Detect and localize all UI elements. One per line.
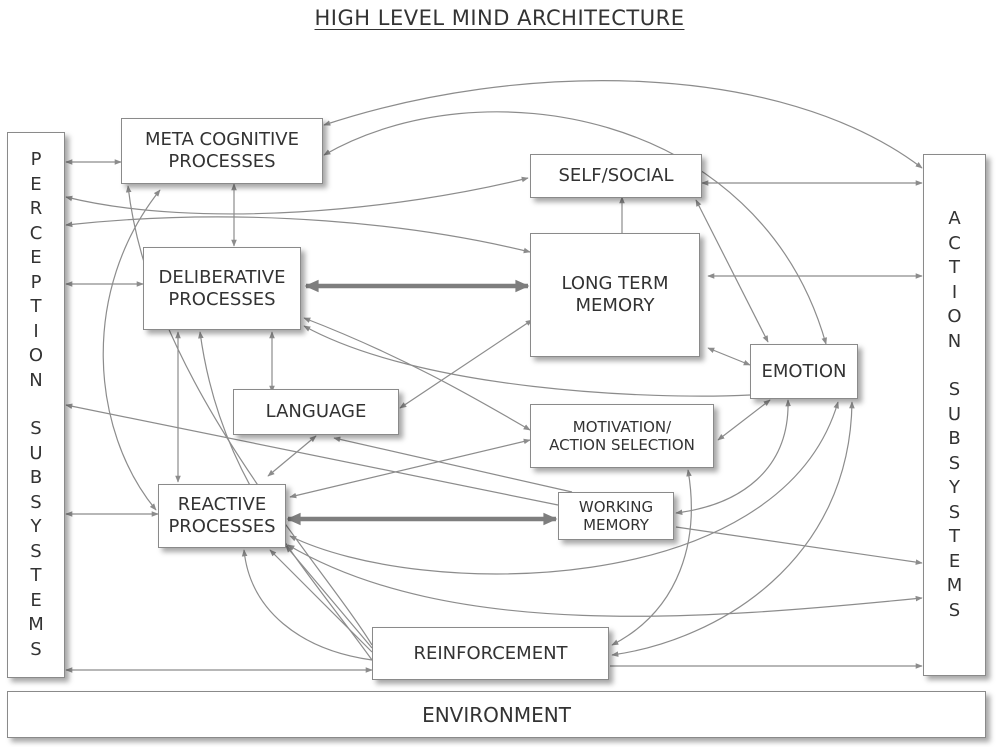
environment-label: ENVIRONMENT (422, 702, 571, 727)
working-memory-line1: WORKING (578, 498, 654, 516)
action-letter: B (948, 428, 961, 449)
reactive-line2: PROCESSES (168, 516, 276, 537)
long-term-memory-line2: MEMORY (575, 295, 655, 316)
perception-letter: M (28, 614, 44, 635)
perception-letter: E (30, 589, 42, 611)
reactive-line1: REACTIVE (177, 494, 267, 516)
action-letter: T (948, 257, 960, 278)
arrow-self-emotion (695, 199, 769, 343)
long-term-memory-line1: LONG TERM (561, 273, 669, 295)
arrow-motivation-emotion (717, 399, 771, 441)
action-letter: S (948, 599, 961, 621)
perception-letter: T (30, 296, 42, 317)
perception-letter: O (28, 345, 44, 366)
arrow-reactive-reinforcement-b (269, 549, 373, 653)
self-social-box: SELF/SOCIAL (530, 154, 702, 198)
language-box: LANGUAGE (233, 389, 399, 435)
perception-letter: E (30, 247, 42, 268)
arrow-meta-action (323, 80, 923, 169)
action-letter: U (947, 403, 962, 425)
arrow-ltm-emotion (707, 347, 751, 366)
environment-box: ENVIRONMENT (7, 691, 986, 738)
action-letter: T (949, 526, 960, 547)
action-letter: Y (949, 477, 960, 498)
perception-letter: T (30, 565, 42, 586)
action-letter: O (947, 306, 962, 327)
perception-letter: S (30, 491, 42, 513)
arrow-meta-emotion (323, 111, 827, 345)
arrow-emotion-reinforcement (611, 401, 855, 657)
deliberative-line2: PROCESSES (168, 288, 276, 310)
working-memory-line2: MEMORY (583, 516, 649, 534)
arrow-language-ltm (399, 319, 533, 409)
arrow-reactive-reinforcement-a (241, 549, 373, 661)
action-letter: I (951, 281, 958, 303)
perception-letter: S (30, 638, 42, 660)
emotion-label: EMOTION (761, 360, 847, 382)
language-label: LANGUAGE (265, 401, 367, 423)
action-letter: S (948, 379, 961, 400)
motivation-line1: MOTIVATION/ (572, 418, 672, 436)
arrow-reactive-reinforcement-c (285, 545, 373, 649)
perception-letter: P (30, 271, 42, 293)
perception-letter: I (33, 320, 39, 342)
arrow-meta-reactive (102, 189, 161, 511)
action-letter: A (948, 208, 961, 229)
meta-cognitive-line2: PROCESSES (168, 151, 276, 172)
perception-letter: Y (30, 516, 42, 537)
action-letter: S (948, 501, 961, 523)
emotion-box: EMOTION (750, 344, 858, 399)
arrow-workingmem-action (675, 526, 923, 565)
action-letter: E (948, 550, 961, 572)
self-social-label: SELF/SOCIAL (558, 165, 674, 187)
perception-letter: R (29, 198, 43, 219)
perception-letter: B (29, 467, 43, 488)
arrow-reactive-action (287, 544, 923, 617)
reinforcement-box: REINFORCEMENT (372, 627, 609, 680)
perception-letter: E (30, 173, 42, 195)
perception-letter: U (29, 442, 43, 464)
arrow-language-reactive (267, 435, 317, 477)
perception-letter: N (29, 369, 43, 391)
action-letter: S (948, 452, 961, 474)
meta-cognitive-line1: META COGNITIVE (145, 129, 299, 151)
action-letter: N (947, 330, 962, 352)
deliberative-line1: DELIBERATIVE (158, 266, 286, 288)
diagram-title: HIGH LEVEL MIND ARCHITECTURE (314, 6, 685, 30)
motivation-line2: ACTION SELECTION (549, 436, 695, 454)
perception-letter: C (29, 222, 43, 244)
action-letter: C (948, 232, 961, 254)
perception-letter: S (30, 418, 42, 439)
motivation-box: MOTIVATION/ACTION SELECTION (530, 404, 714, 468)
perception-letter: P (30, 149, 42, 170)
reinforcement-label: REINFORCEMENT (413, 642, 568, 664)
action-letter: M (946, 575, 963, 596)
perception-letter: S (30, 540, 42, 562)
arrow-motivation-reactive (289, 438, 531, 499)
